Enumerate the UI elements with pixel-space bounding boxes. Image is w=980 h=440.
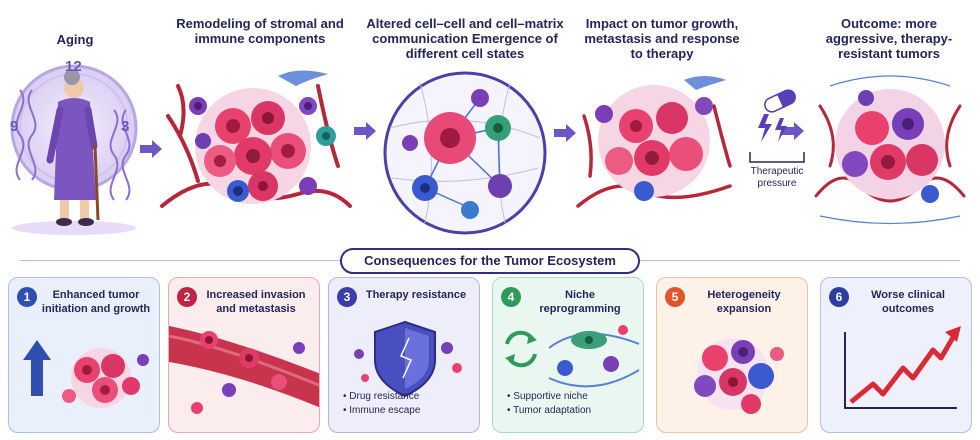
- card-title: Niche reprogramming: [539, 289, 621, 315]
- therapy-resistance-illustration: [354, 320, 462, 398]
- elderly-woman-icon: [46, 69, 100, 226]
- dna-left-icon: [15, 89, 37, 181]
- immune-cells: [189, 97, 336, 202]
- bullet-item: • Drug resistance: [343, 391, 420, 402]
- card-number-badge: 3: [337, 287, 357, 307]
- card-bullets: • Drug resistance • Immune escape: [343, 390, 420, 418]
- stage-title-aging: Aging: [56, 32, 94, 47]
- niche-reprogramming-illustration: [505, 325, 640, 388]
- stage-title-impact: Impact on tumor growth, metastasis and r…: [584, 16, 740, 61]
- consequence-card-therapy-resistance: 3 Therapy resistance • Drug resistance • Im…: [328, 277, 480, 433]
- card-number-badge: 4: [501, 287, 521, 307]
- aggressive-tumor-illustration: [814, 75, 966, 225]
- rising-line-icon: [844, 326, 961, 409]
- dna-right-icon: [109, 109, 131, 201]
- arrow-right-icon: [782, 122, 804, 140]
- cell-communication-illustration: [383, 71, 547, 235]
- card-title: Increased invasion and metastasis: [206, 289, 306, 315]
- stage-title-communication: Altered cell–cell and cell–matrix commun…: [366, 16, 564, 61]
- therapeutic-pressure-label: Therapeutic pressure: [750, 166, 804, 189]
- heterogeneity-expansion-illustration: [694, 338, 784, 414]
- clock-number-12: 12: [65, 58, 82, 75]
- tumor-growth-illustration: [23, 340, 149, 408]
- invasion-metastasis-illustration: [169, 326, 319, 414]
- lightning-icon: [758, 114, 787, 142]
- card-number-badge: 2: [177, 287, 197, 307]
- up-arrow-icon: [23, 340, 51, 396]
- clock-number-3: 3: [121, 118, 130, 135]
- clock-number-9: 9: [10, 118, 19, 135]
- consequence-card-invasion-metastasis: 2 Increased invasion and metastasis: [168, 277, 320, 433]
- card-number-badge: 6: [829, 287, 849, 307]
- therapy-bracket: [749, 152, 805, 163]
- tumor-microenvironment-illustration: [160, 70, 352, 208]
- card-title: Worse clinical outcomes: [871, 289, 945, 315]
- consequence-card-clinical-outcomes: 6 Worse clinical outcomes: [820, 277, 972, 433]
- card-number-badge: 5: [665, 287, 685, 307]
- consequences-banner: Consequences for the Tumor Ecosystem: [340, 248, 640, 274]
- fibroblast-icon: [278, 70, 328, 86]
- bullet-item: • Immune escape: [343, 405, 421, 416]
- stage-title-remodeling: Remodeling of stromal and immune compone…: [176, 16, 344, 46]
- card-bullets: • Supportive niche • Tumor adaptation: [507, 390, 591, 418]
- blood-vessel-icon: [169, 326, 319, 408]
- card-title: Enhanced tumor initiation and growth: [41, 289, 151, 315]
- drug-capsule-icon: [764, 89, 796, 113]
- card-title: Therapy resistance: [365, 289, 467, 301]
- tumor-cell-cluster: [195, 88, 311, 204]
- card-title: Heterogeneity expansion: [707, 289, 781, 315]
- bullet-item: • Supportive niche: [507, 391, 588, 402]
- shield-icon: [374, 320, 436, 398]
- stage-title-outcome: Outcome: more aggressive, therapy-resist…: [825, 16, 953, 61]
- arrow-right-icon: [140, 140, 162, 158]
- consequence-card-heterogeneity-expansion: 5 Heterogeneity expansion: [656, 277, 808, 433]
- clinical-outcomes-illustration: [844, 326, 961, 409]
- arrow-right-icon: [554, 124, 576, 142]
- card-number-badge: 1: [17, 287, 37, 307]
- arrow-right-icon: [354, 122, 376, 140]
- aging-illustration: [10, 64, 138, 235]
- tumor-growth-illustration: [576, 76, 732, 208]
- bullet-item: • Tumor adaptation: [507, 405, 592, 416]
